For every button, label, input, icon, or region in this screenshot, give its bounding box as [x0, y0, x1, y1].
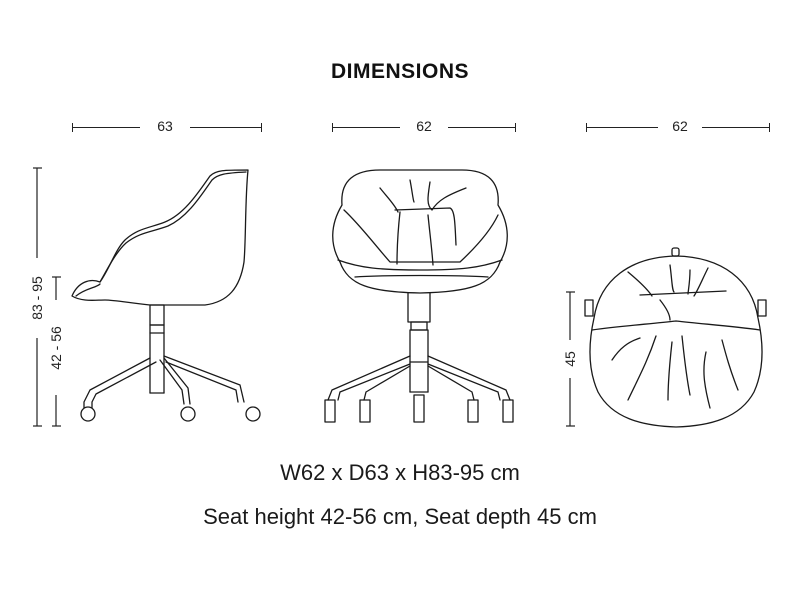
top-width-label: 62 — [672, 118, 688, 134]
top-width-dimension: 62 — [586, 118, 770, 138]
page-title: DIMENSIONS — [330, 60, 469, 83]
seat-dimensions-caption: Seat height 42-56 cm, Seat depth 45 cm — [203, 504, 597, 529]
front-width-dimension: 62 — [332, 118, 516, 138]
side-width-dimension: 63 — [72, 118, 262, 138]
front-width-label: 62 — [416, 118, 432, 134]
overall-dimensions-caption: W62 x D63 x H83-95 cm — [280, 460, 520, 485]
side-width-label: 63 — [157, 118, 173, 134]
